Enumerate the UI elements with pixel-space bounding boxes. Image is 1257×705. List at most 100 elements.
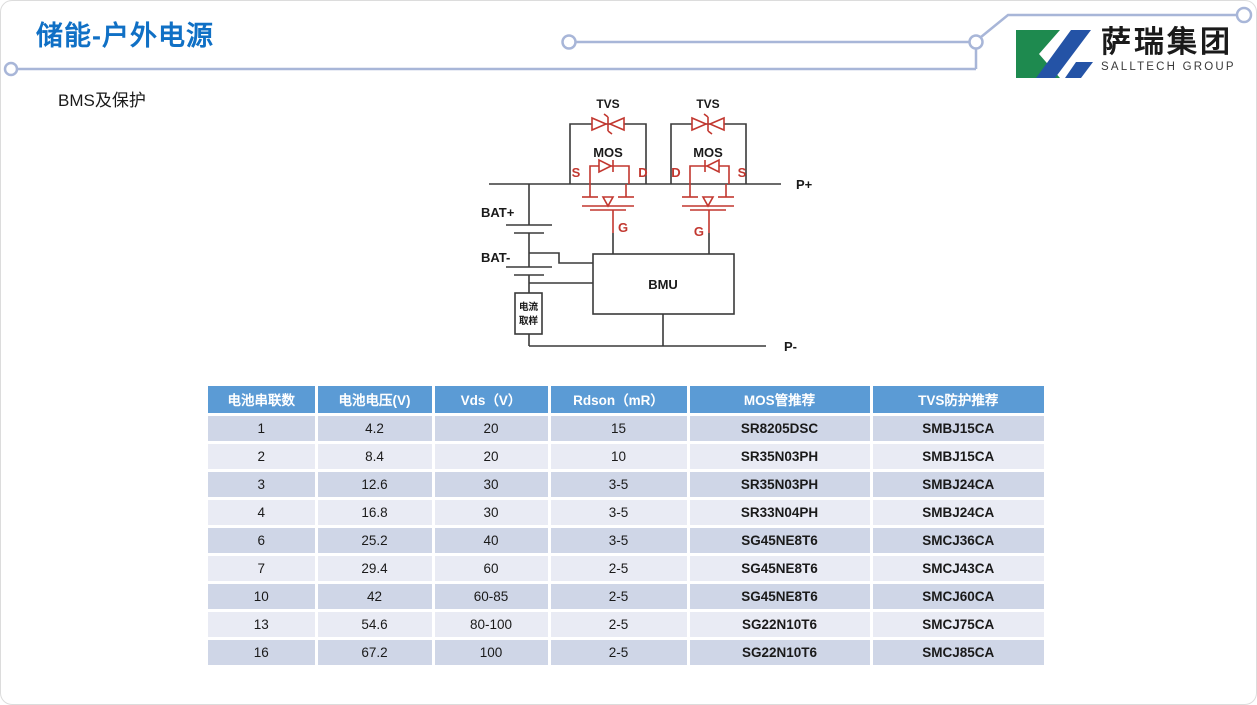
deco-node-circle <box>3 61 19 77</box>
cell-voltage: 16.8 <box>316 498 435 528</box>
mosfet-source-label: S <box>572 165 581 180</box>
cell-mos-part: SR33N04PH <box>688 498 873 528</box>
tvs-label: TVS <box>596 97 619 111</box>
mosfet-gate-label: G <box>694 224 704 239</box>
p-minus-label: P- <box>784 339 797 354</box>
mos-label: MOS <box>693 145 723 160</box>
cell-rdson: 3-5 <box>549 470 690 500</box>
col-header-battery-voltage: 电池电压(V) <box>316 386 435 416</box>
table-row: 7 29.4 60 2-5 SG45NE8T6 SMCJ43CA <box>208 554 1044 584</box>
mosfet-symbol: S D G <box>572 158 648 235</box>
mosfet-gate-label: G <box>618 220 628 235</box>
col-header-series-count: 电池串联数 <box>208 386 318 416</box>
bmu-label: BMU <box>648 277 678 292</box>
cell-vds: 60-85 <box>433 582 551 612</box>
cell-series: 2 <box>208 442 318 472</box>
cell-vds: 20 <box>433 442 551 472</box>
cell-rdson: 3-5 <box>549 526 690 556</box>
cell-rdson: 2-5 <box>549 554 690 584</box>
table-row: 2 8.4 20 10 SR35N03PH SMBJ15CA <box>208 442 1044 472</box>
deco-node-circle <box>1235 6 1253 24</box>
cell-voltage: 67.2 <box>316 638 435 668</box>
col-header-tvs-recommendation: TVS防护推荐 <box>871 386 1044 416</box>
logo-company-subtitle: SALLTECH GROUP <box>1101 61 1236 73</box>
cell-mos-part: SG45NE8T6 <box>688 526 873 556</box>
cell-voltage: 12.6 <box>316 470 435 500</box>
cell-voltage: 54.6 <box>316 610 435 640</box>
deco-node-circle <box>968 34 984 50</box>
mosfet-source-label: S <box>738 165 747 180</box>
cell-vds: 30 <box>433 470 551 500</box>
current-sample-box <box>514 292 543 335</box>
logo-mark-icon <box>1016 30 1093 78</box>
cell-mos-part: SG45NE8T6 <box>688 582 873 612</box>
tvs-symbol <box>691 113 725 135</box>
current-sample-label-1: 电流 <box>519 301 539 313</box>
cell-rdson: 15 <box>549 414 690 444</box>
table-row: 10 42 60-85 2-5 SG45NE8T6 SMCJ60CA <box>208 582 1044 612</box>
cell-rdson: 2-5 <box>549 582 690 612</box>
deco-node-circle <box>561 34 577 50</box>
cell-vds: 30 <box>433 498 551 528</box>
cell-tvs-part: SMBJ24CA <box>871 498 1044 528</box>
cell-mos-part: SR35N03PH <box>688 470 873 500</box>
cell-vds: 40 <box>433 526 551 556</box>
cell-tvs-part: SMCJ43CA <box>871 554 1044 584</box>
bms-circuit-diagram: S D G D S G TVS TVS MOS MOS BAT+ BAT- <box>481 97 813 354</box>
cell-voltage: 25.2 <box>316 526 435 556</box>
p-plus-label: P+ <box>796 177 813 192</box>
cell-series: 4 <box>208 498 318 528</box>
table-row: 6 25.2 40 3-5 SG45NE8T6 SMCJ36CA <box>208 526 1044 556</box>
cell-tvs-part: SMCJ60CA <box>871 582 1044 612</box>
cell-series: 1 <box>208 414 318 444</box>
cell-voltage: 42 <box>316 582 435 612</box>
cell-tvs-part: SMCJ75CA <box>871 610 1044 640</box>
cell-vds: 20 <box>433 414 551 444</box>
cell-voltage: 29.4 <box>316 554 435 584</box>
cell-mos-part: SR8205DSC <box>688 414 873 444</box>
cell-rdson: 2-5 <box>549 610 690 640</box>
logo-company-name: 萨瑞集团 <box>1101 26 1233 59</box>
cell-tvs-part: SMCJ36CA <box>871 526 1044 556</box>
page-title: 储能-户外电源 <box>36 21 214 51</box>
cell-voltage: 4.2 <box>316 414 435 444</box>
bat-plus-label: BAT+ <box>481 205 515 220</box>
table-row: 16 67.2 100 2-5 SG22N10T6 SMCJ85CA <box>208 638 1044 668</box>
cell-mos-part: SG22N10T6 <box>688 638 873 668</box>
cell-series: 7 <box>208 554 318 584</box>
recommendation-table: 电池串联数 电池电压(V) Vds（V） Rdson（mR） MOS管推荐 TV… <box>208 386 1044 668</box>
section-subtitle: BMS及保护 <box>58 91 146 110</box>
mosfet-drain-label: D <box>638 165 647 180</box>
cell-voltage: 8.4 <box>316 442 435 472</box>
cell-rdson: 10 <box>549 442 690 472</box>
cell-mos-part: SG22N10T6 <box>688 610 873 640</box>
table-row: 4 16.8 30 3-5 SR33N04PH SMBJ24CA <box>208 498 1044 528</box>
cell-rdson: 2-5 <box>549 638 690 668</box>
decorative-connector-lines <box>3 6 1253 77</box>
col-header-vds: Vds（V） <box>433 386 551 416</box>
cell-series: 10 <box>208 582 318 612</box>
col-header-mos-recommendation: MOS管推荐 <box>688 386 873 416</box>
company-logo: 萨瑞集团 SALLTECH GROUP <box>1015 26 1236 79</box>
table-row: 1 4.2 20 15 SR8205DSC SMBJ15CA <box>208 414 1044 444</box>
battery-symbol <box>506 224 552 276</box>
table-row: 3 12.6 30 3-5 SR35N03PH SMBJ24CA <box>208 470 1044 500</box>
tvs-symbol <box>591 113 625 135</box>
cell-tvs-part: SMBJ24CA <box>871 470 1044 500</box>
table-row: 13 54.6 80-100 2-5 SG22N10T6 SMCJ75CA <box>208 610 1044 640</box>
cell-tvs-part: SMBJ15CA <box>871 442 1044 472</box>
bmu-box <box>592 253 735 315</box>
cell-series: 6 <box>208 526 318 556</box>
table-header-row: 电池串联数 电池电压(V) Vds（V） Rdson（mR） MOS管推荐 TV… <box>208 386 1044 416</box>
tvs-label: TVS <box>696 97 719 111</box>
cell-vds: 60 <box>433 554 551 584</box>
cell-mos-part: SR35N03PH <box>688 442 873 472</box>
bat-minus-label: BAT- <box>481 250 510 265</box>
cell-series: 13 <box>208 610 318 640</box>
mosfet-drain-label: D <box>671 165 680 180</box>
cell-vds: 80-100 <box>433 610 551 640</box>
cell-rdson: 3-5 <box>549 498 690 528</box>
cell-vds: 100 <box>433 638 551 668</box>
mos-label: MOS <box>593 145 623 160</box>
col-header-rdson: Rdson（mR） <box>549 386 690 416</box>
